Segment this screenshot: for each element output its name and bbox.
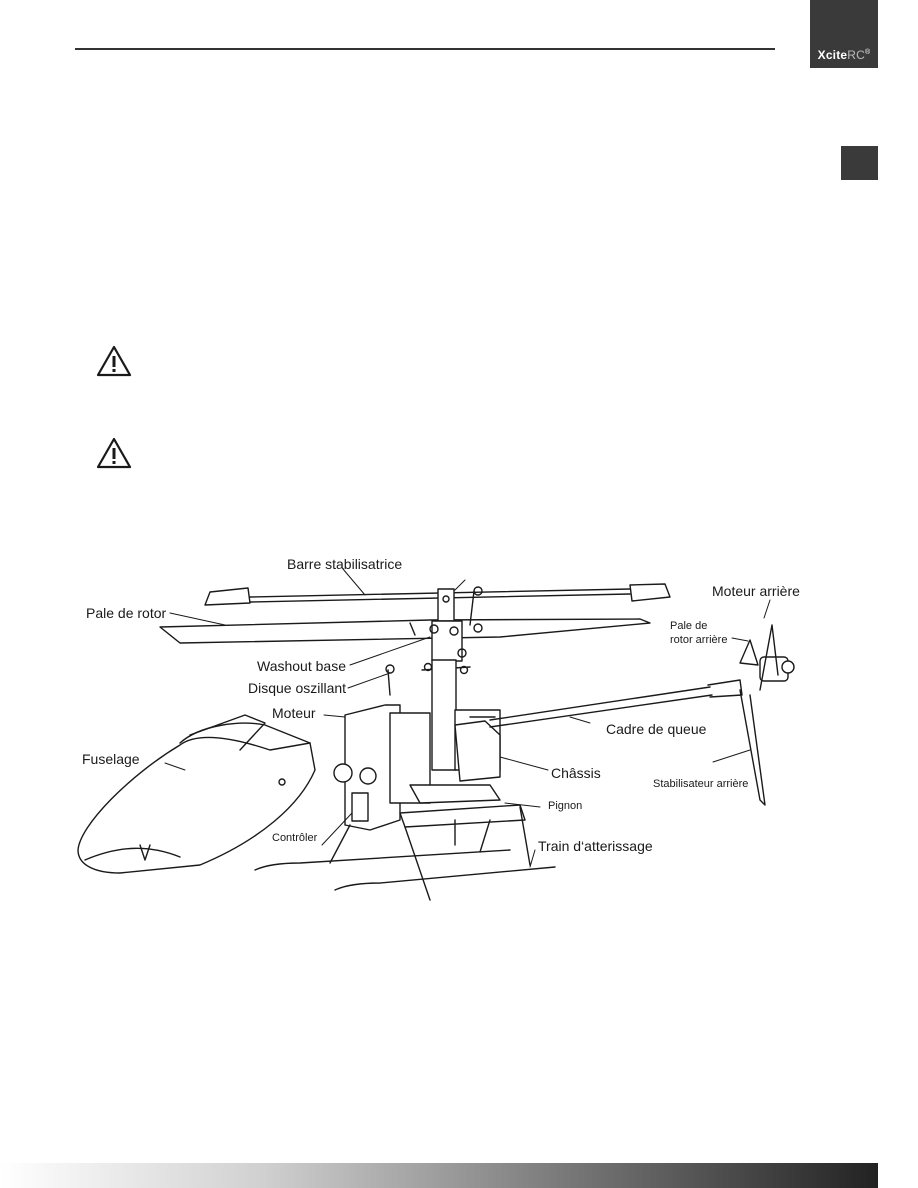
label-cadre-de-queue: Cadre de queue xyxy=(606,721,707,737)
warning-triangle-icon xyxy=(96,437,132,469)
section-tab xyxy=(841,146,878,180)
label-pignon: Pignon xyxy=(548,800,583,812)
label-stabilisateur-arriere: Stabilisateur arrière xyxy=(653,778,749,790)
header-rule xyxy=(75,48,775,50)
label-pale-de-rotor: Pale de rotor xyxy=(86,605,167,621)
rotor-head xyxy=(385,586,483,771)
label-moteur-arriere: Moteur arrière xyxy=(712,583,800,599)
label-pale-rotor-arriere-line2: rotor arrière xyxy=(670,634,728,646)
label-washout-base: Washout base xyxy=(257,658,346,674)
warning-triangle-icon xyxy=(96,345,132,377)
label-pale-rotor-arriere-line1: Pale de xyxy=(670,620,708,632)
brand-logo: XciteRC® xyxy=(817,48,871,62)
tail-rotor xyxy=(739,624,795,806)
leader-lines xyxy=(164,568,771,868)
main-rotor-blade xyxy=(159,618,651,644)
landing-gear xyxy=(254,806,556,901)
label-moteur: Moteur xyxy=(272,705,316,721)
label-disque-oszillant: Disque oszillant xyxy=(248,680,347,696)
label-chassis: Châssis xyxy=(551,765,601,781)
label-barre-stabilisatrice: Barre stabilisatrice xyxy=(287,556,403,572)
label-train-atterrissage: Train d‘atterissage xyxy=(538,838,653,854)
canopy xyxy=(77,714,316,874)
tail-boom xyxy=(489,679,743,728)
footer-gradient-bar xyxy=(0,1163,878,1188)
brand-logo-tab: XciteRC® xyxy=(810,0,878,68)
helicopter-diagram xyxy=(77,568,795,901)
label-fuselage: Fuselage xyxy=(82,751,140,767)
label-controler: Contrôler xyxy=(272,832,318,844)
motor-frame xyxy=(333,704,526,846)
